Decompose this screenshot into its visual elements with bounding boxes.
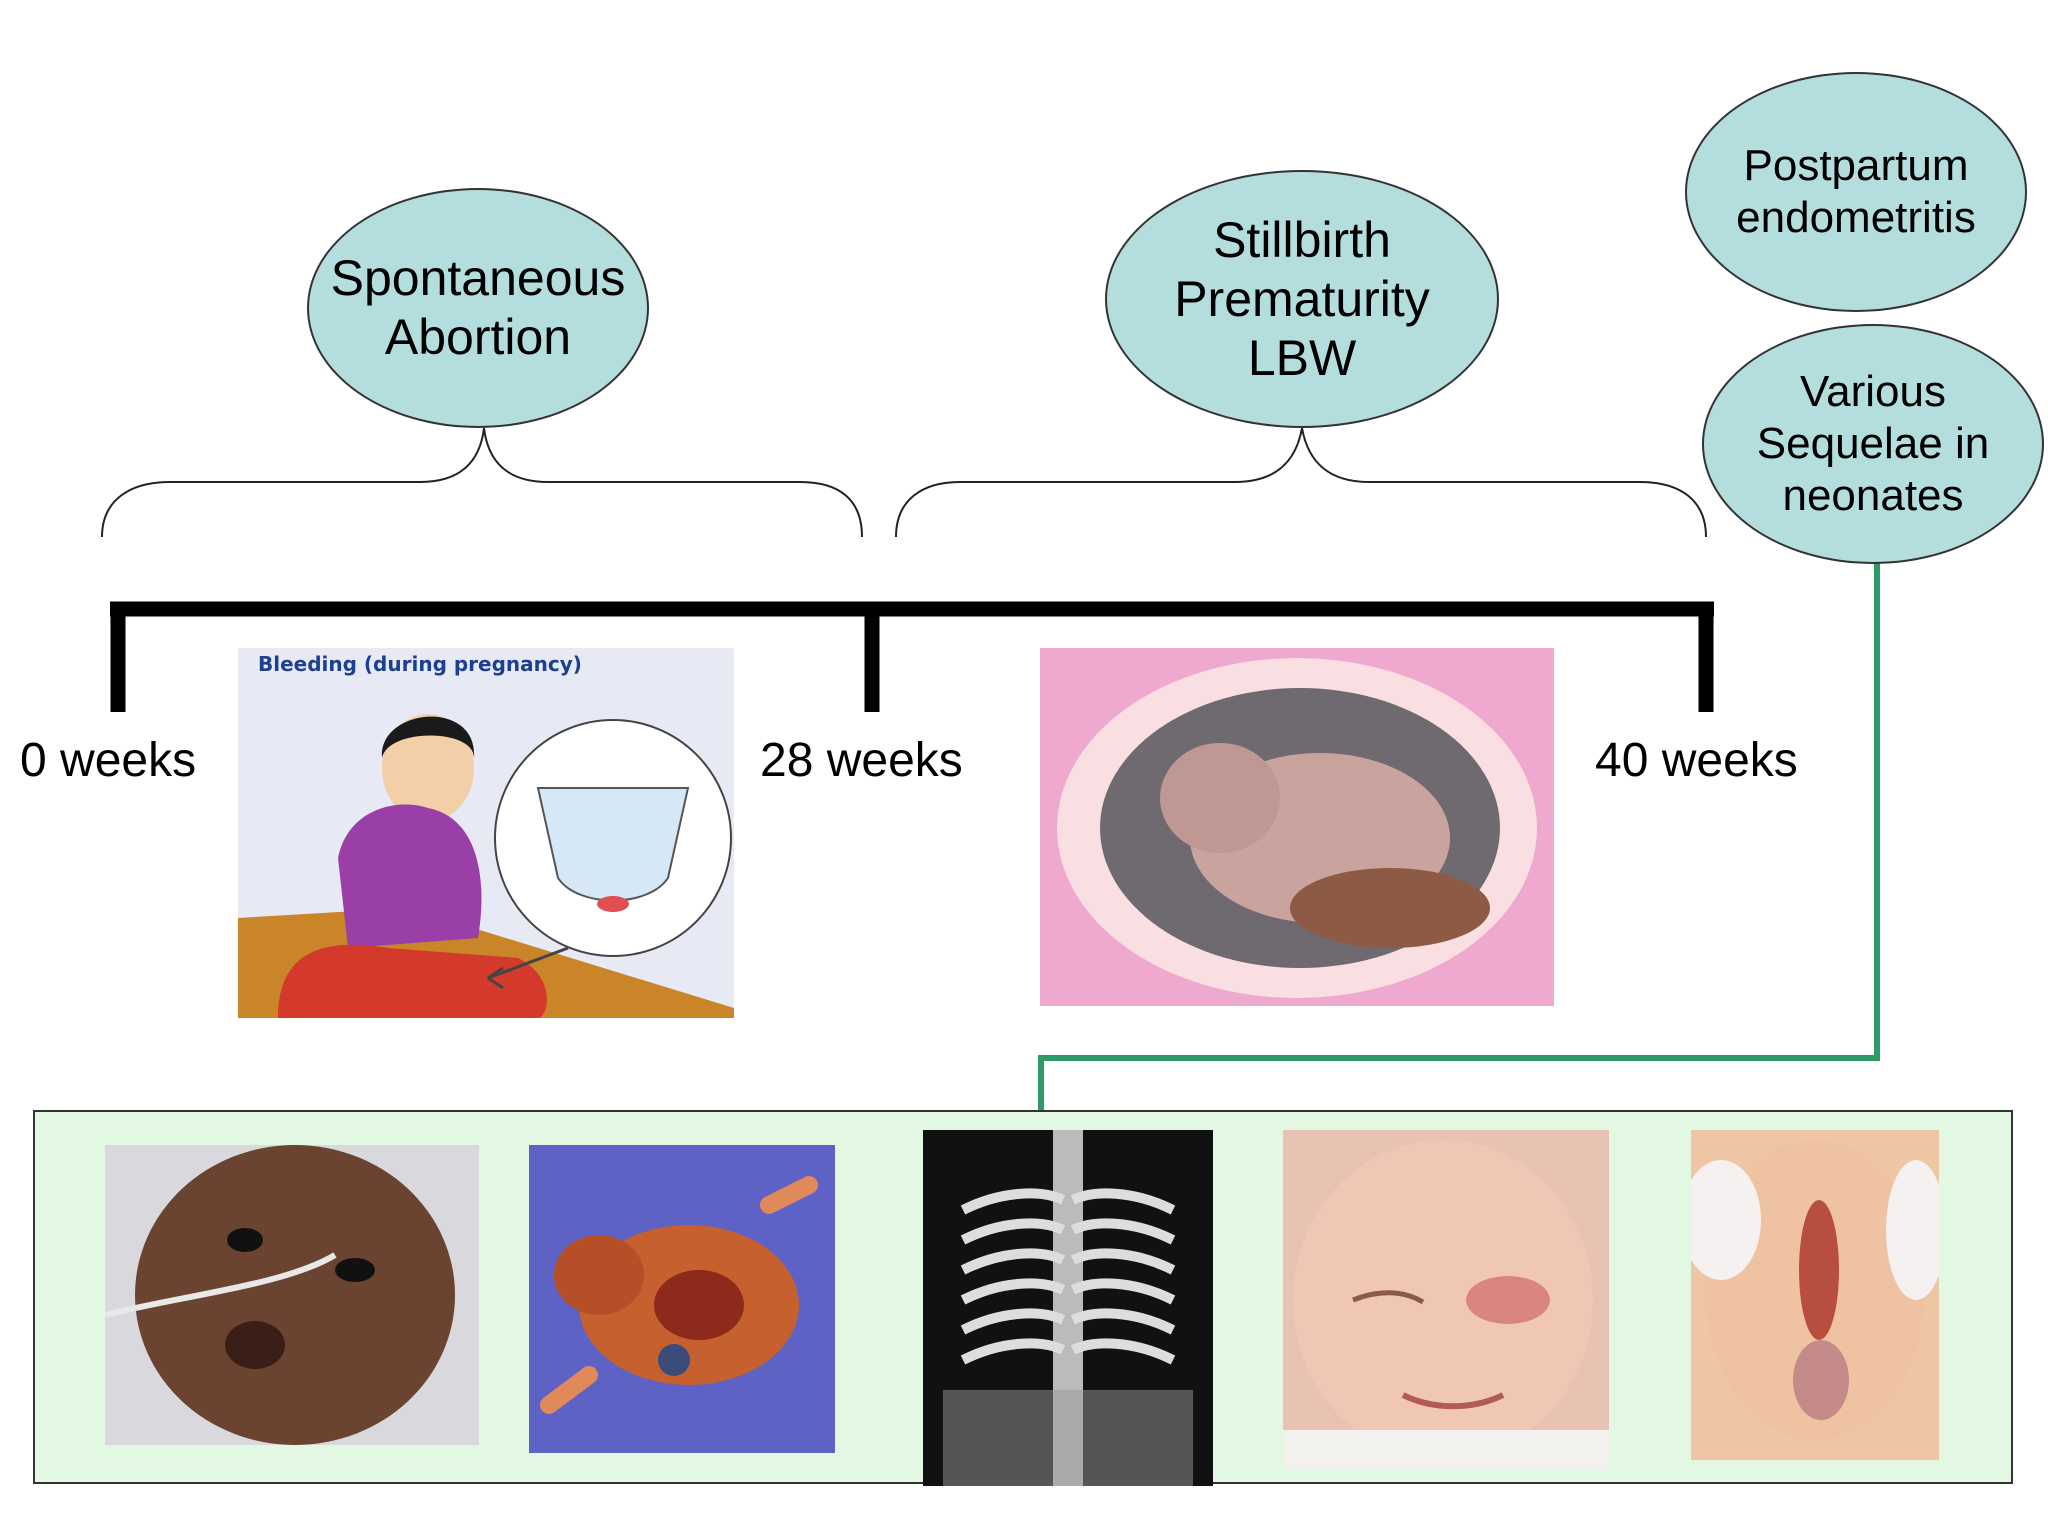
neonatal-sequelae-panel xyxy=(33,1110,2013,1486)
bubble-line: LBW xyxy=(1247,329,1357,386)
bubble-line: Abortion xyxy=(384,309,572,365)
stillbirth-photo xyxy=(1040,648,1554,1006)
bubble-line: Postpartum xyxy=(1743,141,1969,191)
label-28-weeks: 28 weeks xyxy=(760,734,963,787)
illustration-caption: Bleeding (during pregnancy) xyxy=(258,652,582,676)
photo-art xyxy=(943,1130,1193,1486)
bubble-line: Various xyxy=(1800,367,1946,417)
photo-art xyxy=(105,1145,479,1445)
bubble-line: neonates xyxy=(1782,470,1964,520)
bubble-sequelae: Various Sequelae in neonates xyxy=(1702,324,2044,564)
bleeding-illustration-art xyxy=(238,714,734,1018)
label-0-weeks: 0 weeks xyxy=(20,734,197,787)
bubble-stillbirth: Stillbirth Prematurity LBW xyxy=(1105,170,1499,428)
bubble-spontaneous-abortion: Spontaneous Abortion xyxy=(307,188,649,428)
neonate-xray xyxy=(923,1130,1213,1486)
bubble-line: Spontaneous xyxy=(330,250,626,306)
neonate-photo-oxygen xyxy=(105,1145,479,1445)
brace-abortion xyxy=(101,427,863,538)
label-40-weeks: 40 weeks xyxy=(1595,734,1798,787)
photo-art xyxy=(1691,1140,1939,1440)
neonate-connector xyxy=(1038,562,1880,1110)
brace-stillbirth xyxy=(895,427,1707,538)
neonate-photo-genital-lesion xyxy=(1691,1130,1939,1460)
bubble-line: endometritis xyxy=(1736,193,1976,242)
bubble-line: Stillbirth xyxy=(1213,211,1391,268)
neonate-photo-skin-lesions xyxy=(529,1145,835,1453)
bubble-line: Prematurity xyxy=(1174,270,1430,327)
stillbirth-photo-art xyxy=(1057,658,1537,998)
photo-art xyxy=(1283,1140,1609,1470)
bleeding-illustration: Bleeding (during pregnancy) xyxy=(238,648,734,1018)
bubble-line: Sequelae in xyxy=(1756,419,1990,469)
bubble-postpartum: Postpartum endometritis xyxy=(1685,72,2027,312)
neonate-photo-eye-infection xyxy=(1283,1130,1609,1470)
photo-art xyxy=(540,1176,818,1414)
